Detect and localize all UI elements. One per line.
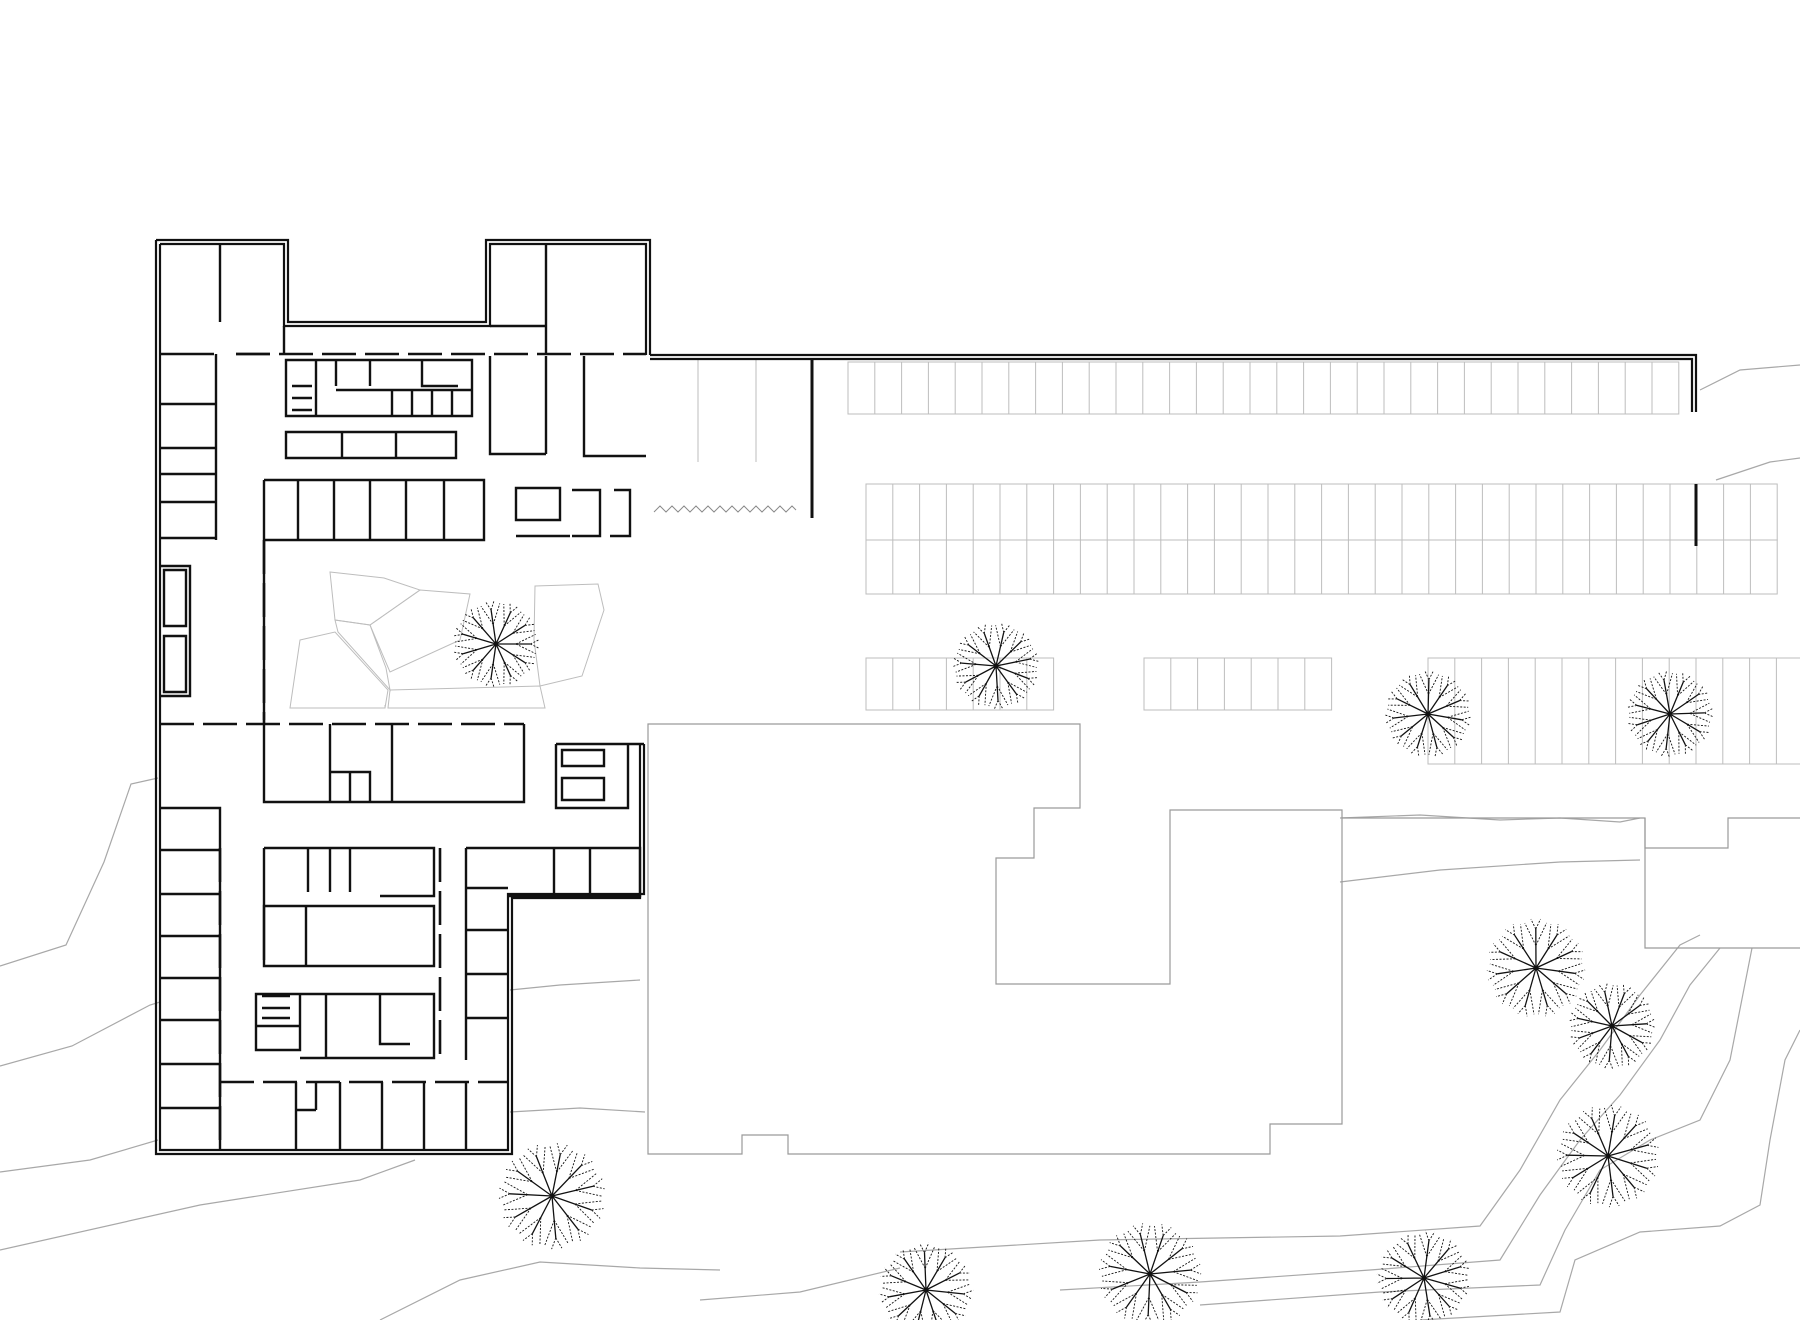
tree-branches	[1578, 992, 1647, 1061]
tree-twigs	[878, 1242, 974, 1320]
tree-twigs	[952, 623, 1040, 710]
tree-twigs	[1376, 1230, 1471, 1320]
parking-row-lower-right	[1427, 657, 1800, 765]
parking-row-middle-top	[865, 483, 1778, 541]
interior-walls	[160, 244, 646, 1150]
tree	[1376, 1230, 1471, 1320]
trees	[453, 600, 1714, 1320]
tree	[878, 1242, 974, 1320]
parking-row-middle-bottom	[865, 539, 1778, 595]
parking-row-outline	[865, 657, 1055, 711]
parking-row-lower-left	[865, 657, 1055, 711]
tree	[453, 600, 540, 688]
tree-branches	[889, 1252, 964, 1320]
tree-twigs	[1486, 918, 1586, 1017]
tree-branches	[1110, 1234, 1191, 1315]
ramp-zigzag	[653, 505, 797, 513]
tree	[1568, 982, 1656, 1070]
tree	[1486, 918, 1586, 1017]
canopy-walls	[650, 353, 1698, 546]
tree	[1627, 670, 1714, 758]
tree-branches	[1497, 928, 1575, 1006]
parking-row-outline	[847, 361, 1680, 415]
tree-branches	[1386, 1240, 1461, 1316]
tree-branches	[1567, 1115, 1648, 1197]
tree	[1098, 1223, 1202, 1320]
tree-branches	[462, 609, 531, 679]
tree-branches	[509, 1154, 594, 1238]
tree	[1556, 1104, 1659, 1208]
parking-area	[653, 358, 1800, 765]
tree	[952, 623, 1040, 710]
tree-twigs	[1568, 982, 1656, 1070]
parking-row-outline	[1427, 657, 1800, 765]
tree	[1384, 670, 1472, 757]
paving-stones	[289, 571, 605, 709]
terrain-contours	[0, 364, 1800, 1320]
building-outline	[154, 238, 652, 1156]
tree-twigs	[1384, 670, 1472, 757]
adjacent-building	[647, 723, 1800, 1155]
tree-branches	[961, 632, 1030, 701]
tree-twigs	[453, 600, 540, 688]
parking-row-lower-center	[1143, 657, 1333, 711]
tree-twigs	[1627, 670, 1714, 758]
tree	[498, 1143, 605, 1250]
tree-branches	[1636, 680, 1705, 749]
parking-row-upper	[847, 361, 1680, 415]
tree-branches	[1393, 679, 1462, 748]
parking-row-outline	[1143, 657, 1333, 711]
